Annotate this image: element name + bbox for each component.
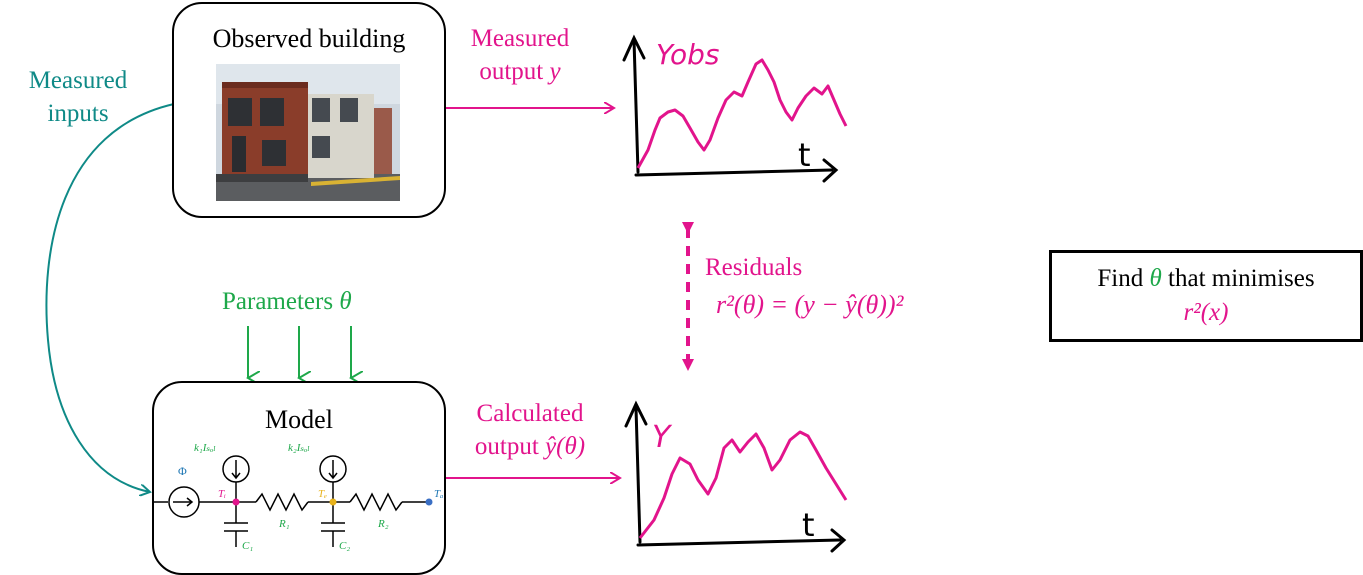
plot-top-series	[636, 58, 848, 169]
measured-output-line2: output y	[458, 55, 582, 88]
ti-label: Tᵢ	[218, 488, 226, 500]
measured-inputs-arrow	[45, 103, 175, 492]
observed-building-title: Observed building	[212, 24, 406, 53]
node-ti	[232, 498, 240, 506]
rc-circuit: Φ k₁Iₛₒₗ k₂Iₛₒₗ Tᵢ Tₑ Tₐ R₁ R₂ C₁ C₂	[154, 442, 443, 552]
measured-output-line1: Measured	[470, 25, 570, 52]
objective-line1: Find θ that minimises	[1052, 265, 1360, 293]
objective-prefix: Find	[1097, 265, 1144, 292]
parameters-var: θ	[339, 288, 352, 315]
plot-bottom-series	[638, 430, 848, 539]
model-box: Model Φ k₁Iₛₒₗ k₂Iₛₒₗ Tᵢ T	[152, 381, 446, 575]
resistor-r2	[349, 492, 403, 512]
model-title: Model	[265, 405, 333, 434]
objective-var: θ	[1149, 265, 1162, 292]
phi-label: Φ	[178, 464, 187, 478]
observed-building-box: Observed building	[172, 2, 446, 218]
parameters-word: Parameters	[222, 288, 334, 315]
plot-bottom-label: Y	[652, 420, 671, 455]
measured-output-var: y	[549, 58, 561, 85]
parameters-label: Parameters θ	[222, 285, 352, 318]
plot-bottom-axes	[624, 400, 847, 553]
plot-bottom-axis-label: t	[802, 506, 815, 544]
measured-inputs-label: Measured inputs	[18, 64, 138, 130]
calculated-output-word: output	[474, 433, 539, 460]
calculated-output-line2: output ŷ(θ)	[460, 430, 600, 463]
te-label: Tₑ	[318, 488, 327, 500]
residuals-label: Residuals	[705, 254, 803, 281]
measured-output-label: Measured output y	[458, 22, 582, 88]
calculated-output-line1: Calculated	[476, 400, 584, 427]
capacitor-c1	[224, 502, 248, 547]
calculated-output-var: ŷ(θ)	[545, 433, 586, 460]
building-photo	[216, 64, 400, 201]
measured-inputs-line1: Measured	[28, 67, 128, 94]
node-te	[329, 498, 337, 506]
resistor-r1	[255, 492, 309, 512]
c2-label: C₂	[339, 540, 350, 552]
plot-top-axis-label: t	[798, 136, 811, 174]
c1-label: C₁	[242, 540, 253, 552]
ta-label: Tₐ	[434, 488, 443, 500]
objective-suffix: that minimises	[1168, 265, 1315, 292]
measured-inputs-line2: inputs	[47, 100, 109, 127]
r2-label: R₂	[377, 518, 389, 530]
measured-output-word: output	[479, 58, 544, 85]
objective-box: Find θ that minimises r²(x)	[1049, 250, 1363, 342]
k1-label: k₁Iₛₒₗ	[194, 442, 216, 454]
objective-expression: r²(x)	[1183, 299, 1229, 326]
plot-top-label: Yobs	[656, 38, 720, 71]
k2-label: k₂Iₛₒₗ	[288, 442, 310, 454]
residuals-formula: r²(θ) = (y − ŷ(θ))²	[716, 290, 904, 319]
plot-top-axes	[622, 34, 839, 183]
r1-label: R₁	[278, 518, 290, 530]
capacitor-c2	[321, 502, 345, 547]
node-ta	[425, 498, 433, 506]
calculated-output-label: Calculated output ŷ(θ)	[460, 397, 600, 463]
